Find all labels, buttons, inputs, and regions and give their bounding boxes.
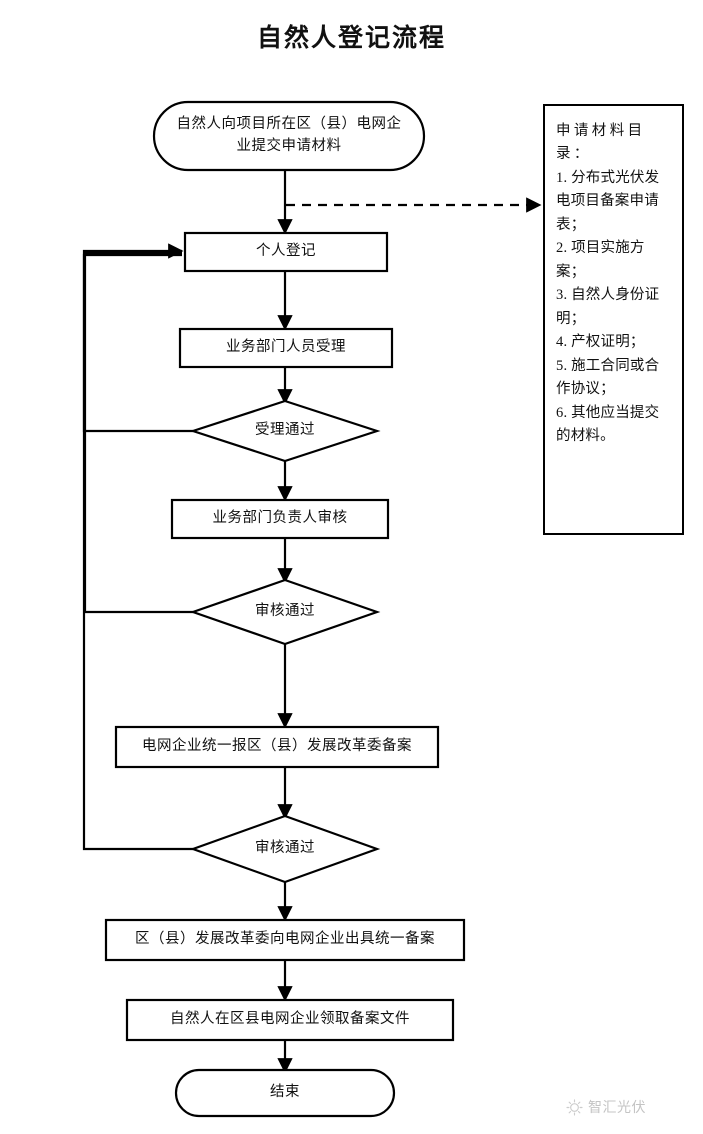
node-accept-ok-shape: [189, 399, 381, 463]
node-start-shape: [152, 100, 426, 172]
edge-feedback-review: [83, 251, 193, 614]
page-title: 自然人登记流程: [256, 24, 446, 52]
node-register-shape: [183, 231, 389, 273]
node-issue-shape: [104, 918, 466, 962]
edge-feedback-filing: [82, 253, 193, 851]
node-filing-ok-shape: [189, 814, 381, 884]
node-filing-shape: [114, 725, 440, 769]
edge-feedback-accept: [82, 243, 193, 433]
watermark: 智汇光伏: [566, 1097, 646, 1117]
materials-item: 1. 分布式光伏发电项目备案申请表；: [556, 169, 660, 233]
node-review-ok-shape: [189, 578, 381, 646]
materials-list: 1. 分布式光伏发电项目备案申请表； 2. 项目实施方案； 3. 自然人身份证明…: [556, 167, 673, 449]
materials-title: 申请材料目录：: [556, 123, 646, 163]
materials-item: 2. 项目实施方案；: [556, 240, 645, 280]
materials-panel: 申请材料目录： 1. 分布式光伏发电项目备案申请表； 2. 项目实施方案； 3.…: [543, 104, 684, 535]
materials-item: 5. 施工合同或合作协议；: [556, 357, 660, 398]
node-review-shape: [170, 498, 390, 540]
node-accept-shape: [178, 327, 394, 369]
materials-item: 4. 产权证明；: [556, 334, 645, 351]
node-collect-shape: [125, 998, 455, 1042]
sun-logo-icon: [566, 1098, 583, 1116]
materials-item: 3. 自然人身份证明；: [556, 287, 660, 327]
watermark-label: 智汇光伏: [588, 1099, 646, 1115]
materials-item: 6. 其他应当提交的材料。: [556, 404, 660, 445]
node-end-shape: [174, 1068, 396, 1118]
